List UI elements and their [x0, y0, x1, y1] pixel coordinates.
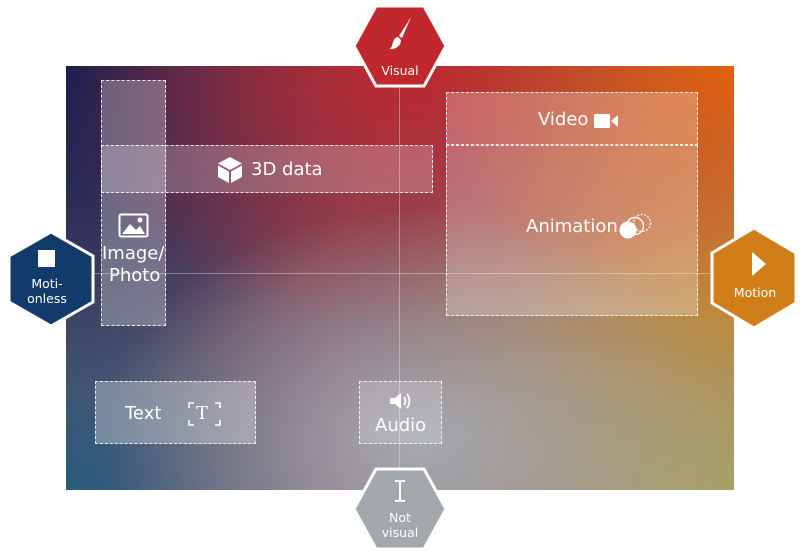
text-frame-icon — [188, 402, 221, 426]
animation-box — [446, 145, 698, 316]
audio-label: Audio — [375, 415, 427, 436]
image-icon — [118, 213, 149, 238]
motionless-label-line1: Moti- — [31, 276, 63, 291]
text-cursor-icon — [395, 480, 405, 502]
motionless-axis-marker: Moti- onless — [3, 230, 99, 328]
image-label-line1: Image/ — [102, 243, 165, 264]
horizontal-axis — [66, 273, 734, 274]
play-triangle-icon — [752, 252, 766, 276]
paintbrush-icon — [389, 17, 411, 50]
visual-axis-marker: Visual — [352, 4, 448, 88]
overlapping-circles-icon — [619, 213, 652, 239]
image-photo-box — [101, 80, 166, 326]
text-box — [95, 381, 256, 444]
motion-axis-marker: Motion — [708, 226, 800, 330]
three-d-data-box — [101, 145, 433, 193]
visual-label: Visual — [381, 63, 419, 78]
vertical-axis — [399, 66, 400, 490]
cube-icon — [218, 157, 242, 183]
text-label: Text — [125, 403, 162, 424]
stop-square-icon — [38, 250, 55, 267]
speaker-icon — [390, 393, 411, 409]
three-d-data-label: 3D data — [251, 159, 323, 180]
animation-label: Animation — [526, 216, 618, 237]
media-space-field — [66, 66, 734, 490]
motion-label: Motion — [733, 285, 777, 300]
video-label: Video — [538, 109, 589, 130]
image-label-line2: Photo — [109, 265, 161, 286]
audio-box — [359, 381, 442, 444]
text-frame-glyph: T — [196, 403, 209, 424]
video-camera-icon — [594, 114, 618, 128]
video-box — [446, 92, 698, 145]
not-visual-axis-marker: Not visual — [352, 467, 448, 551]
motionless-label-line2: onless — [27, 291, 67, 306]
not-visual-label-line1: Not — [389, 510, 411, 525]
not-visual-label-line2: visual — [381, 525, 419, 540]
